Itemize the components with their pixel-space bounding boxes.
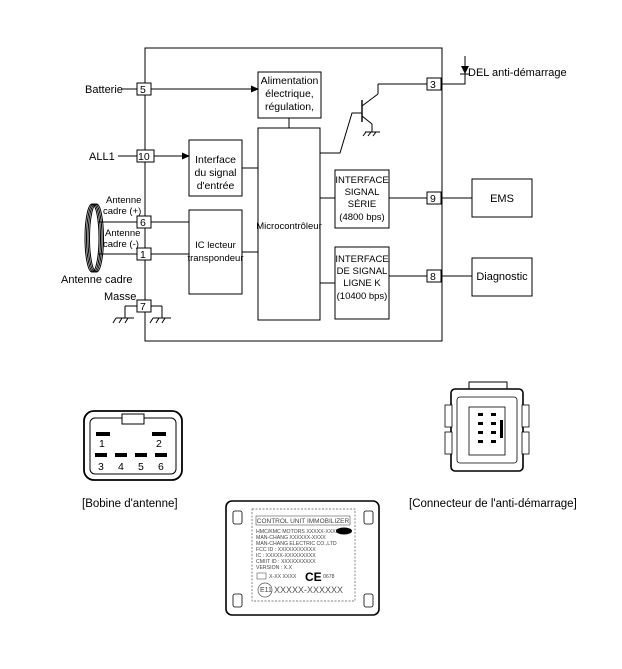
unit-title: CONTROL UNIT IMMOBILIZER <box>257 518 350 525</box>
led-icon <box>441 56 470 85</box>
serial-interface-block: INTERFACE SIGNAL SÉRIE (4800 bps) <box>334 169 390 229</box>
unit-line-7: VERSION : X.X <box>256 565 293 571</box>
antenna-coil-icon <box>84 203 137 273</box>
svg-text:régulation,: régulation, <box>265 101 314 113</box>
svg-text:IC lecteur: IC lecteur <box>195 240 236 251</box>
pin-1: 1 <box>136 247 152 261</box>
ce-number: 0678 <box>323 574 335 580</box>
svg-text:DE SIGNAL: DE SIGNAL <box>337 266 388 277</box>
coil-pin-5: 5 <box>138 461 144 473</box>
pin-7: 7 <box>136 299 152 313</box>
unit-line-4: FCC ID : XXXXXXXXXXX <box>256 547 316 553</box>
unit-id-line: X-XX XXXX <box>269 574 297 580</box>
brand-logo-icon <box>336 527 352 535</box>
pin-3: 3 <box>426 77 442 91</box>
ground-label: Masse <box>104 291 136 303</box>
antenna-coil-label: Antenne cadre <box>61 274 133 286</box>
all1-label: ALL1 <box>89 151 115 163</box>
antenna-minus-label-2: cadre (-) <box>103 239 139 250</box>
svg-text:transpondeur: transpondeur <box>188 253 244 264</box>
pin-9: 9 <box>426 191 442 205</box>
unit-line-6: CMIIT ID : XXXXXXXXXX <box>256 559 316 565</box>
svg-text:(10400 bps): (10400 bps) <box>337 291 388 302</box>
unit-line-1: HMC/KMC MOTORS XXXXX-XXXXX <box>256 529 343 535</box>
kline-interface-block: INTERFACE DE SIGNAL LIGNE K (10400 bps) <box>334 246 390 320</box>
svg-text:3: 3 <box>430 79 436 91</box>
svg-text:d'entrée: d'entrée <box>197 180 235 192</box>
microcontroller-block: Microcontrôleur <box>256 127 322 321</box>
battery-label: Batterie <box>85 84 123 96</box>
pin-8: 8 <box>426 269 442 283</box>
ce-mark: CE <box>305 570 322 584</box>
input-interface-block: Interface du signal d'entrée <box>188 139 243 197</box>
unit-part-number: XXXXX-XXXXXX <box>274 585 343 595</box>
svg-text:LIGNE K: LIGNE K <box>343 278 381 289</box>
coil-connector-caption: [Bobine d'antenne] <box>82 498 178 510</box>
pin-10: 10 <box>136 149 155 163</box>
antenna-plus-label-1: Antenne <box>106 195 141 206</box>
antenna-minus-label-1: Antenne <box>105 228 140 239</box>
led-driver-transistor-icon <box>320 83 427 154</box>
coil-pin-1: 1 <box>99 438 105 450</box>
svg-text:SIGNAL: SIGNAL <box>345 187 380 198</box>
svg-text:Alimentation: Alimentation <box>261 75 319 87</box>
svg-text:7: 7 <box>140 301 146 313</box>
svg-text:électrique,: électrique, <box>265 88 313 100</box>
svg-text:SÉRIE: SÉRIE <box>348 199 377 210</box>
immobilizer-connector-icon <box>444 381 530 472</box>
svg-text:INTERFACE: INTERFACE <box>335 175 388 186</box>
svg-text:5: 5 <box>140 84 146 96</box>
coil-pin-2: 2 <box>156 438 162 450</box>
svg-text:Microcontrôleur: Microcontrôleur <box>256 221 321 232</box>
led-label: DEL anti-démarrage <box>468 67 567 79</box>
power-block: Alimentation électrique, régulation, <box>257 71 322 119</box>
coil-pin-6: 6 <box>158 461 164 473</box>
svg-text:6: 6 <box>140 217 146 229</box>
svg-text:Diagnostic: Diagnostic <box>476 271 528 283</box>
svg-text:9: 9 <box>430 193 436 205</box>
ground-symbol-left <box>112 305 137 324</box>
unit-line-3: MAN-CHANG ELECTRIC CO.,LTD <box>256 541 337 547</box>
unit-line-5: IC : XXXXX-XXXXXXXXX <box>256 553 316 559</box>
antenna-coil-connector-icon <box>83 410 183 481</box>
svg-text:INTERFACE: INTERFACE <box>335 254 388 265</box>
antenna-plus-label-2: cadre (+) <box>103 206 141 217</box>
immobilizer-connector-caption: [Connecteur de l'anti-démarrage] <box>409 498 577 510</box>
svg-text:1: 1 <box>140 249 146 261</box>
coil-pin-4: 4 <box>118 461 124 473</box>
pin-5: 5 <box>136 82 152 96</box>
unit-line-2: MAN-CHANG XXXXXX-XXXX <box>256 535 326 541</box>
ems-block: EMS <box>471 178 533 218</box>
e-mark-icon <box>257 582 273 598</box>
svg-text:du signal: du signal <box>194 167 236 179</box>
transponder-block: IC lecteur transpondeur <box>188 209 244 295</box>
diagnostic-block: Diagnostic <box>471 257 533 297</box>
coil-pin-3: 3 <box>98 461 104 473</box>
e-mark: E11 <box>260 587 272 594</box>
svg-text:Interface: Interface <box>195 154 236 166</box>
pin-6: 6 <box>136 215 152 229</box>
ground-symbol-inner <box>149 305 171 324</box>
svg-text:10: 10 <box>138 151 150 163</box>
unit-id-box <box>256 572 267 580</box>
svg-text:EMS: EMS <box>490 193 514 205</box>
svg-text:(4800 bps): (4800 bps) <box>339 212 384 223</box>
svg-text:8: 8 <box>430 271 436 283</box>
